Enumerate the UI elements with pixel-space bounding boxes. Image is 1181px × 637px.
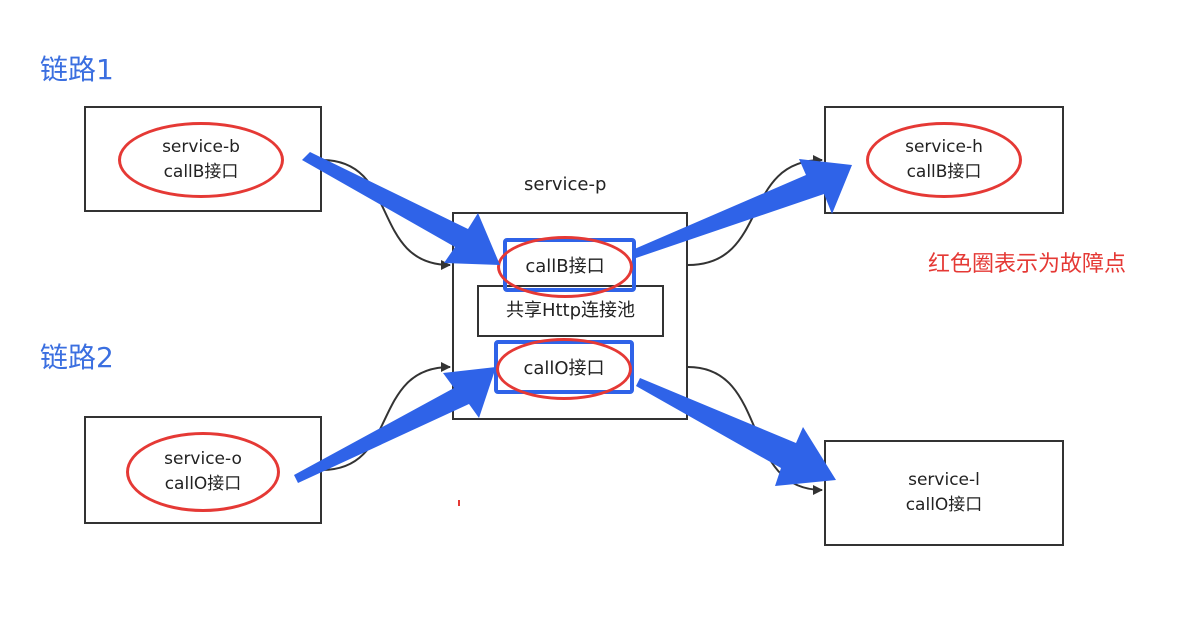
flow-arrow-o-to-p <box>294 367 496 483</box>
flow-arrow-p-to-l <box>636 378 836 486</box>
chain-2-label: 链路2 <box>40 341 114 374</box>
legend-text: 红色圈表示为故障点 <box>928 252 1127 277</box>
service-h-fault-ring: service-h callB接口 <box>866 122 1022 198</box>
service-b-iface: callB接口 <box>163 162 239 182</box>
shared-http-pool-label: 共享Http连接池 <box>505 299 636 321</box>
flow-arrow-b-to-p <box>302 152 500 265</box>
service-p-callb-fault-ring: callB接口 <box>497 236 633 298</box>
connector-o-to-p <box>321 362 451 471</box>
service-h-iface: callB接口 <box>906 162 982 182</box>
service-l-box: service-l callO接口 <box>824 440 1064 546</box>
service-p-callb-iface: callB接口 <box>525 255 605 277</box>
service-o-iface: callO接口 <box>164 474 242 494</box>
service-h-name: service-h <box>905 137 983 158</box>
stray-red-mark <box>458 500 460 506</box>
service-p-title: service-p <box>524 174 607 195</box>
service-p-callo-iface: callO接口 <box>523 357 605 379</box>
service-o-fault-ring: service-o callO接口 <box>126 432 280 512</box>
chain-1-label: 链路1 <box>40 53 114 86</box>
flow-arrow-p-to-h <box>632 159 852 258</box>
connector-b-to-p <box>321 159 451 270</box>
service-l-name: service-l <box>908 470 980 491</box>
service-b-name: service-b <box>162 137 240 158</box>
service-p-callo-fault-ring: callO接口 <box>496 338 632 400</box>
service-o-name: service-o <box>164 449 242 470</box>
service-b-fault-ring: service-b callB接口 <box>118 122 284 198</box>
service-l-iface: callO接口 <box>905 495 983 515</box>
